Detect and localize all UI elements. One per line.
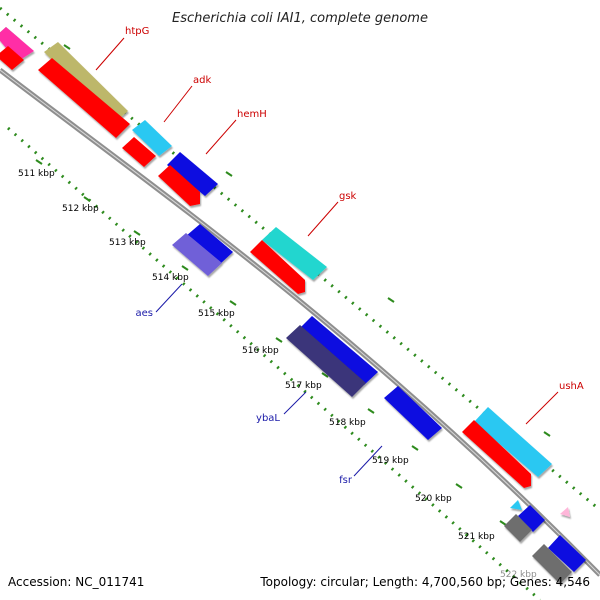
bottom-label-leaders: [155, 283, 383, 477]
kbp-label: 513 kbp: [109, 238, 146, 248]
gene-label-ushA[interactable]: ushA: [559, 381, 584, 392]
kbp-label: 514 kbp: [152, 273, 189, 283]
gene-label-htpG[interactable]: htpG: [125, 26, 149, 37]
gene-arrow-grey-521[interactable]: [504, 514, 532, 542]
gene-label-ybaL[interactable]: ybaL: [256, 413, 280, 424]
gene-arrow-small-pink[interactable]: [560, 507, 570, 517]
kbp-label: 520 kbp: [415, 494, 452, 504]
inner-tick-track: [7, 126, 541, 600]
gene-arrow-blue-521[interactable]: [518, 505, 545, 532]
gene-arrow-fsr[interactable]: [384, 386, 442, 440]
gene-arrow-ybaL[interactable]: [286, 325, 366, 397]
gene-label-gsk[interactable]: gsk: [339, 191, 357, 202]
gene-arrow-blue-513[interactable]: [186, 224, 233, 265]
gene-label-hemH[interactable]: hemH: [237, 109, 267, 120]
gene-label-aes[interactable]: aes: [136, 308, 154, 319]
gene-arrow-aes[interactable]: [172, 233, 222, 276]
kbp-label: 517 kbp: [285, 381, 322, 391]
kbp-label: 511 kbp: [18, 169, 55, 179]
kbp-label: 518 kbp: [329, 418, 366, 428]
gene-arrow-hemH[interactable]: [167, 152, 218, 196]
kbp-label: 519 kbp: [372, 456, 409, 466]
cds-red-1[interactable]: [0, 46, 24, 70]
accession-text: Accession: NC_011741: [8, 575, 144, 589]
map-title: Escherichia coli IAI1, complete genome: [172, 11, 428, 26]
gene-label-fsr[interactable]: fsr: [339, 475, 353, 486]
cds-red-3[interactable]: [122, 137, 156, 167]
gene-arrow-adk[interactable]: [132, 120, 172, 156]
gene-arrow-htpG[interactable]: [44, 42, 128, 123]
topology-text: Topology: circular; Length: 4,700,560 bp…: [259, 575, 590, 589]
cds-red-5[interactable]: [250, 240, 305, 294]
kbp-label: 515 kbp: [198, 309, 235, 319]
cds-red-6[interactable]: [462, 420, 531, 488]
gene-arrow-small-cyan[interactable]: [510, 500, 522, 510]
gene-arrow-ushA[interactable]: [474, 407, 552, 477]
gene-arrow-pink[interactable]: [0, 27, 34, 60]
gene-label-adk[interactable]: adk: [193, 75, 211, 86]
cds-red-2[interactable]: [38, 58, 130, 138]
genome-backbone: [0, 68, 600, 577]
cds-red-4[interactable]: [158, 165, 200, 206]
kbp-label: 521 kbp: [458, 532, 495, 542]
gene-arrow-gsk[interactable]: [262, 227, 327, 280]
kbp-label: 512 kbp: [62, 204, 99, 214]
major-ticks: [35, 44, 551, 526]
top-label-leaders: [95, 37, 559, 425]
gene-arrow-blue-516[interactable]: [298, 316, 378, 385]
gene-arrow-grey-522[interactable]: [532, 544, 572, 584]
kbp-label: 522 kbp: [500, 570, 537, 580]
gene-arrow-blue-522[interactable]: [548, 535, 586, 572]
kbp-label: 516 kbp: [242, 346, 279, 356]
